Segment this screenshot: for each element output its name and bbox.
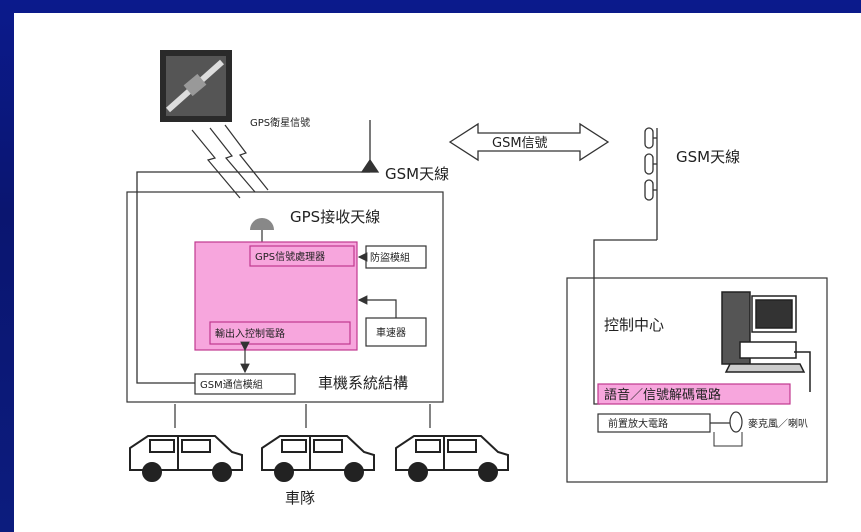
gsm-signal-arrow: GSM信號 (450, 124, 608, 160)
satellite-signal-rays (192, 125, 268, 198)
speedometer-label: 車速器 (376, 326, 406, 339)
vehicle-system-label: 車機系統結構 (318, 374, 408, 392)
gps-receive-antenna-label: GPS接收天線 (290, 208, 380, 226)
vehicle-gsm-antenna-label: GSM天線 (385, 165, 449, 183)
fleet-links (175, 404, 430, 428)
control-center-label: 控制中心 (604, 316, 664, 334)
car-icon (130, 436, 242, 481)
car-icon (262, 436, 374, 481)
gsm-signal-label: GSM信號 (492, 136, 548, 151)
fleet-label: 車隊 (285, 489, 315, 507)
io-control-circuit-label: 輸出入控制電路 (215, 327, 285, 340)
satellite-icon (160, 50, 232, 122)
gps-satellite-signal-label: GPS衛星信號 (250, 116, 310, 129)
mic-speaker-label: 麥克風／喇叭 (748, 417, 808, 430)
preamp-label: 前置放大電路 (608, 417, 668, 430)
gsm-comm-module-label: GSM通信模組 (200, 378, 263, 391)
center-gsm-antenna-label: GSM天線 (676, 148, 740, 166)
gps-antenna-icon (250, 218, 274, 230)
voice-codec-label: 語音／信號解碼電路 (604, 387, 721, 403)
center-gsm-antenna-icon (594, 128, 657, 404)
anti-theft-label: 防盜模組 (370, 251, 410, 264)
car-icon (396, 436, 508, 481)
gps-signal-processor-label: GPS信號處理器 (255, 250, 325, 263)
microphone-icon (730, 412, 742, 432)
computer-icon (722, 292, 810, 392)
